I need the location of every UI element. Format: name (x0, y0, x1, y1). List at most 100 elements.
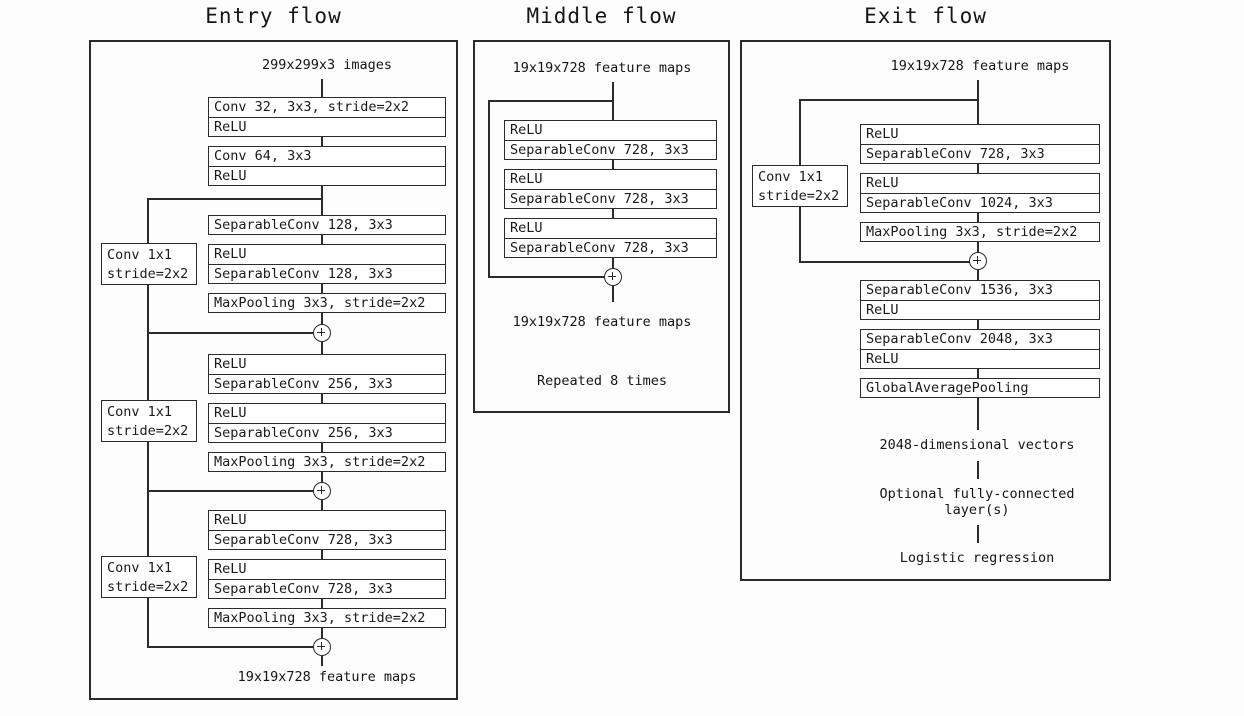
exit-link-1 (977, 164, 979, 173)
entry-link-7 (321, 394, 323, 403)
entry-link-13 (321, 628, 323, 638)
exit-link-3 (977, 242, 979, 253)
exit-row-gap: GlobalAveragePooling (866, 380, 1029, 396)
middle-link-3 (612, 258, 614, 268)
entry-input-stem (321, 79, 323, 97)
middle-row-sep-2: SeparableConv 728, 3x3 (510, 191, 689, 207)
middle-link-1 (612, 160, 614, 169)
entry-link-10 (321, 500, 323, 510)
entry-skip1-line1: Conv 1x1 (107, 247, 173, 263)
entry-block-relu-sep728a: ReLU SeparableConv 728, 3x3 (208, 510, 446, 550)
entry-block-pool2: MaxPooling 3x3, stride=2x2 (208, 452, 446, 472)
exit-row-relu-4: ReLU (866, 351, 899, 367)
entry-flow-title: Entry flow (205, 4, 342, 28)
exit-link-2 (977, 213, 979, 222)
entry-skip2-line2: stride=2x2 (107, 423, 189, 439)
exit-row-relu-1: ReLU (861, 125, 1099, 145)
entry-block-sep128a: SeparableConv 128, 3x3 (208, 215, 446, 235)
middle-output-caption: 19x19x728 feature maps (512, 314, 692, 330)
exit-link-9 (977, 525, 979, 543)
entry-block-relu-sep128b: ReLU SeparableConv 128, 3x3 (208, 244, 446, 284)
middle-link-2 (612, 209, 614, 218)
entry-add-3 (313, 638, 331, 656)
entry-link-12 (321, 599, 323, 608)
middle-skip-top (488, 100, 614, 102)
entry-row-pool1: MaxPooling 3x3, stride=2x2 (214, 295, 426, 311)
exit-row-relu-3: ReLU (866, 302, 899, 318)
entry-skip3-line1: Conv 1x1 (107, 560, 173, 576)
exit-row-sep728: SeparableConv 728, 3x3 (866, 146, 1045, 162)
entry-row-relu-a: ReLU (214, 119, 247, 135)
exit-row-sep1024: SeparableConv 1024, 3x3 (866, 195, 1053, 211)
entry-row-pool3: MaxPooling 3x3, stride=2x2 (214, 610, 426, 626)
exit-link-7 (977, 398, 979, 430)
exit-add (969, 252, 987, 270)
entry-link-11 (321, 550, 323, 559)
entry-skip1-conv1x1: Conv 1x1 stride=2x2 (101, 243, 197, 285)
entry-skip1-bottom (147, 332, 323, 334)
middle-block-1: ReLU SeparableConv 728, 3x3 (504, 120, 717, 160)
entry-block-pool3: MaxPooling 3x3, stride=2x2 (208, 608, 446, 628)
exit-row-sep1536: SeparableConv 1536, 3x3 (861, 281, 1099, 301)
middle-input-caption: 19x19x728 feature maps (512, 60, 692, 76)
entry-skip1-line2: stride=2x2 (107, 266, 189, 282)
entry-skip2-conv1x1: Conv 1x1 stride=2x2 (101, 400, 197, 442)
exit-logistic-caption: Logistic regression (899, 550, 1055, 566)
exit-block-sep1536: SeparableConv 1536, 3x3 ReLU (860, 280, 1100, 320)
entry-link-6 (321, 342, 323, 354)
entry-skip1-top (147, 198, 323, 200)
exit-block-pool: MaxPooling 3x3, stride=2x2 (860, 222, 1100, 242)
entry-skip3-line2: stride=2x2 (107, 579, 189, 595)
entry-output-caption: 19x19x728 feature maps (237, 669, 417, 685)
exit-link-5 (977, 320, 979, 329)
entry-row-pool2: MaxPooling 3x3, stride=2x2 (214, 454, 426, 470)
entry-skip3-conv1x1: Conv 1x1 stride=2x2 (101, 556, 197, 598)
exit-block-sep1024: ReLU SeparableConv 1024, 3x3 (860, 173, 1100, 213)
entry-add-1 (313, 324, 331, 342)
entry-link-9 (321, 472, 323, 482)
exit-block-sep728: ReLU SeparableConv 728, 3x3 (860, 124, 1100, 164)
exit-link-6 (977, 369, 979, 378)
exit-link-4 (977, 270, 979, 280)
exit-skip-conv1x1: Conv 1x1 stride=2x2 (752, 165, 848, 207)
entry-skip2-bottom (147, 490, 323, 492)
exit-skip-bottom (799, 261, 979, 263)
middle-row-sep-1: SeparableConv 728, 3x3 (510, 142, 689, 158)
entry-block-conv64: Conv 64, 3x3 ReLU (208, 146, 446, 186)
entry-link-2 (321, 186, 323, 215)
middle-row-relu-2: ReLU (505, 170, 716, 190)
entry-row-conv64: Conv 64, 3x3 (209, 147, 445, 167)
exit-flow-title: Exit flow (864, 4, 987, 28)
exit-skip-top (799, 99, 979, 101)
middle-skip-bottom (488, 276, 614, 278)
entry-row-relu-g: ReLU (209, 560, 445, 580)
entry-block-relu-sep256a: ReLU SeparableConv 256, 3x3 (208, 354, 446, 394)
middle-row-sep-3: SeparableConv 728, 3x3 (510, 240, 689, 256)
entry-row-relu-b: ReLU (214, 168, 247, 184)
entry-block-relu-sep256b: ReLU SeparableConv 256, 3x3 (208, 403, 446, 443)
entry-row-sep128-b: SeparableConv 128, 3x3 (214, 266, 393, 282)
entry-link-3 (321, 235, 323, 244)
middle-row-relu-1: ReLU (505, 121, 716, 141)
exit-skip-line1: Conv 1x1 (758, 169, 824, 185)
entry-block-conv32: Conv 32, 3x3, stride=2x2 ReLU (208, 97, 446, 137)
entry-block-pool1: MaxPooling 3x3, stride=2x2 (208, 293, 446, 313)
exit-fc-caption-line2: layer(s) (944, 502, 1010, 518)
entry-link-14 (321, 656, 323, 666)
middle-flow-title: Middle flow (526, 4, 677, 28)
entry-row-sep256-a: SeparableConv 256, 3x3 (214, 376, 393, 392)
entry-skip2-line1: Conv 1x1 (107, 404, 173, 420)
entry-row-sep256-b: SeparableConv 256, 3x3 (214, 425, 393, 441)
middle-row-relu-3: ReLU (505, 219, 716, 239)
exit-row-relu-2: ReLU (861, 174, 1099, 194)
middle-repeat-caption: Repeated 8 times (536, 373, 668, 389)
exit-row-pool: MaxPooling 3x3, stride=2x2 (866, 224, 1078, 240)
entry-row-relu-d: ReLU (209, 355, 445, 375)
entry-row-sep728-b: SeparableConv 728, 3x3 (214, 581, 393, 597)
exit-input-caption: 19x19x728 feature maps (890, 58, 1070, 74)
exit-input-stem (977, 80, 979, 124)
exit-skip-line2: stride=2x2 (758, 188, 840, 204)
middle-block-3: ReLU SeparableConv 728, 3x3 (504, 218, 717, 258)
entry-add-2 (313, 482, 331, 500)
middle-link-4 (612, 286, 614, 302)
